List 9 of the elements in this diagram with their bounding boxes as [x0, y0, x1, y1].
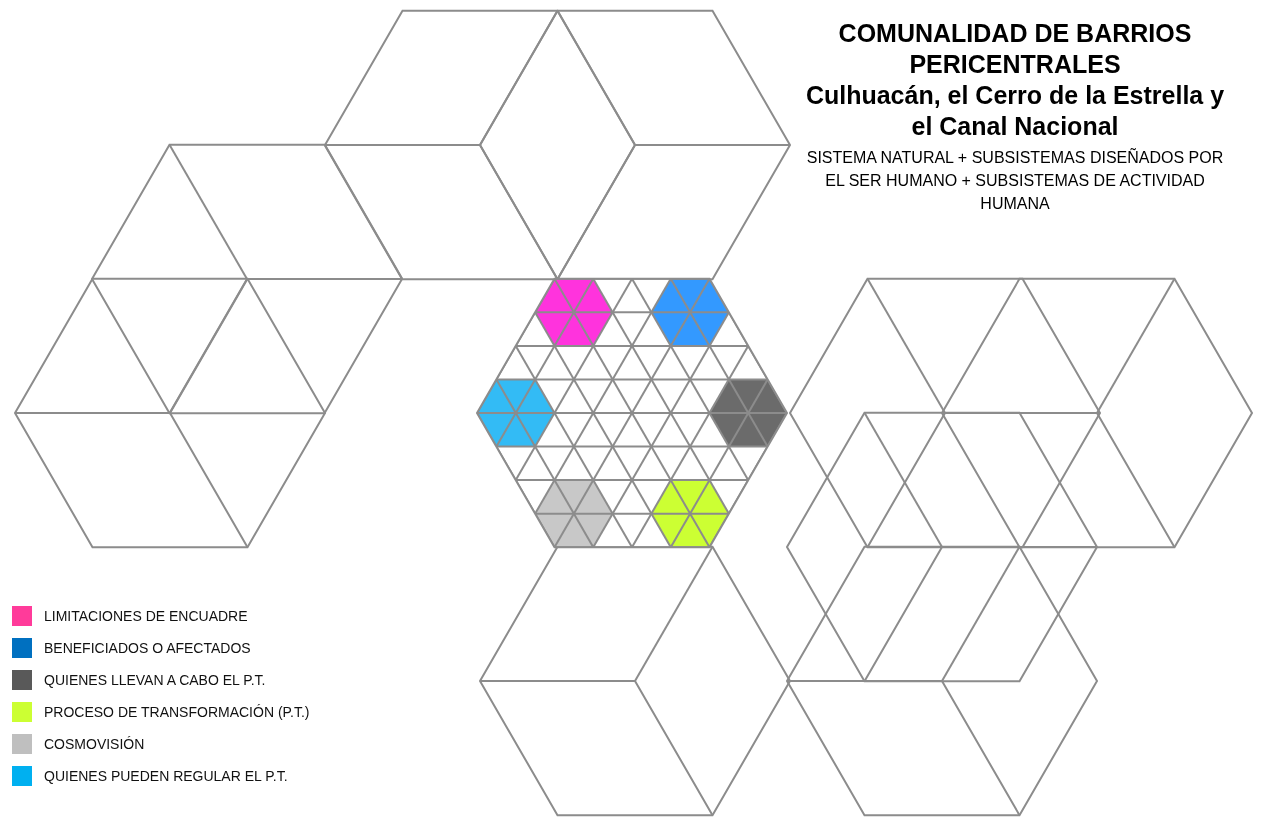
legend-label: PROCESO DE TRANSFORMACIÓN (P.T.)	[44, 704, 310, 720]
legend-label: BENEFICIADOS O AFECTADOS	[44, 640, 251, 656]
title: COMUNALIDAD DE BARRIOS PERICENTRALES	[837, 18, 1193, 80]
legend-label: QUIENES LLEVAN A CABO EL P.T.	[44, 672, 266, 688]
legend-label: QUIENES PUEDEN REGULAR EL P.T.	[44, 768, 288, 784]
legend-label: LIMITACIONES DE ENCUADRE	[44, 608, 248, 624]
subtitle: Culhuacán, el Cerro de la Estrella y el Canal Nacional	[804, 80, 1226, 142]
legend-label: COSMOVISIÓN	[44, 736, 145, 752]
description-text: SISTEMA NATURAL + SUBSISTEMAS DISEÑADOS POR EL SER HUMANO + SUBSISTEMAS DE ACTIVIDAD HUMANA	[805, 147, 1225, 214]
